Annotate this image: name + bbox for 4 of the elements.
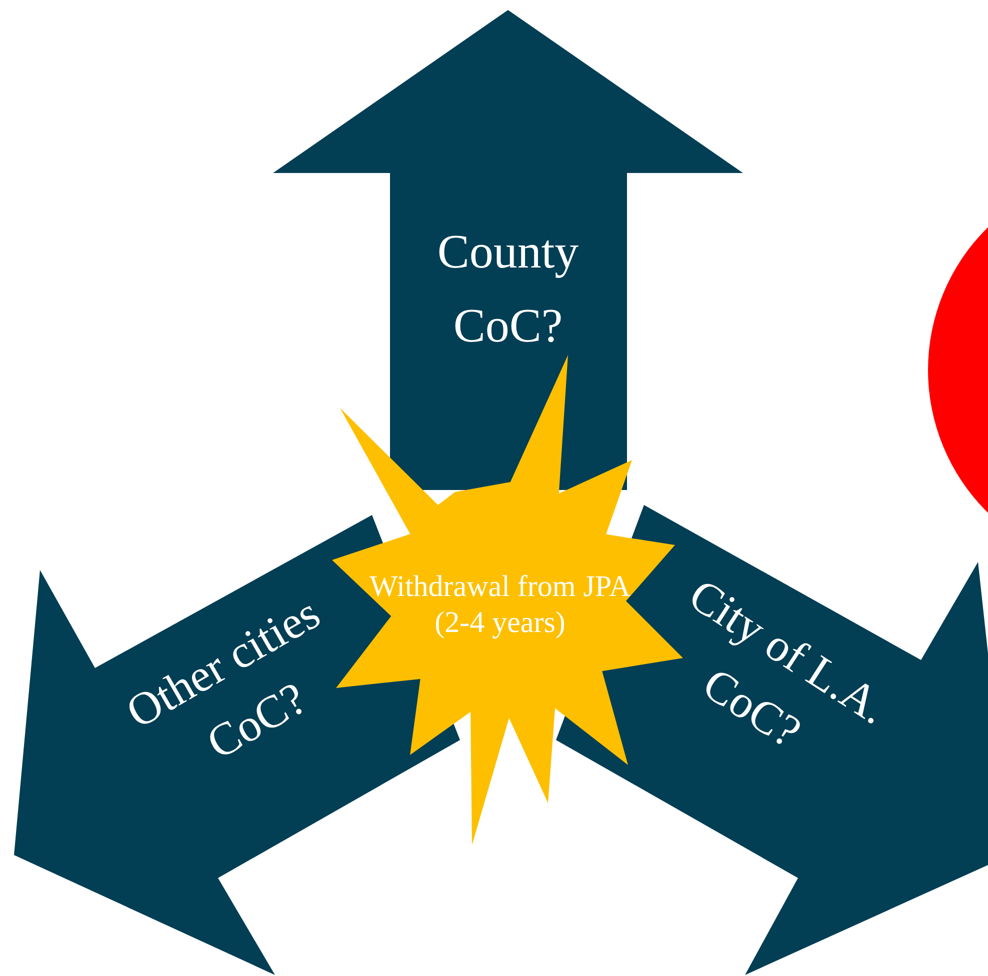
node-label: Withdrawal from JPA (2-4 years) — [368, 569, 632, 641]
node-label: City of L.A. CoC? — [679, 568, 898, 760]
node-label: Other cities CoC? — [116, 586, 330, 770]
node-label: County CoC? — [436, 224, 580, 355]
